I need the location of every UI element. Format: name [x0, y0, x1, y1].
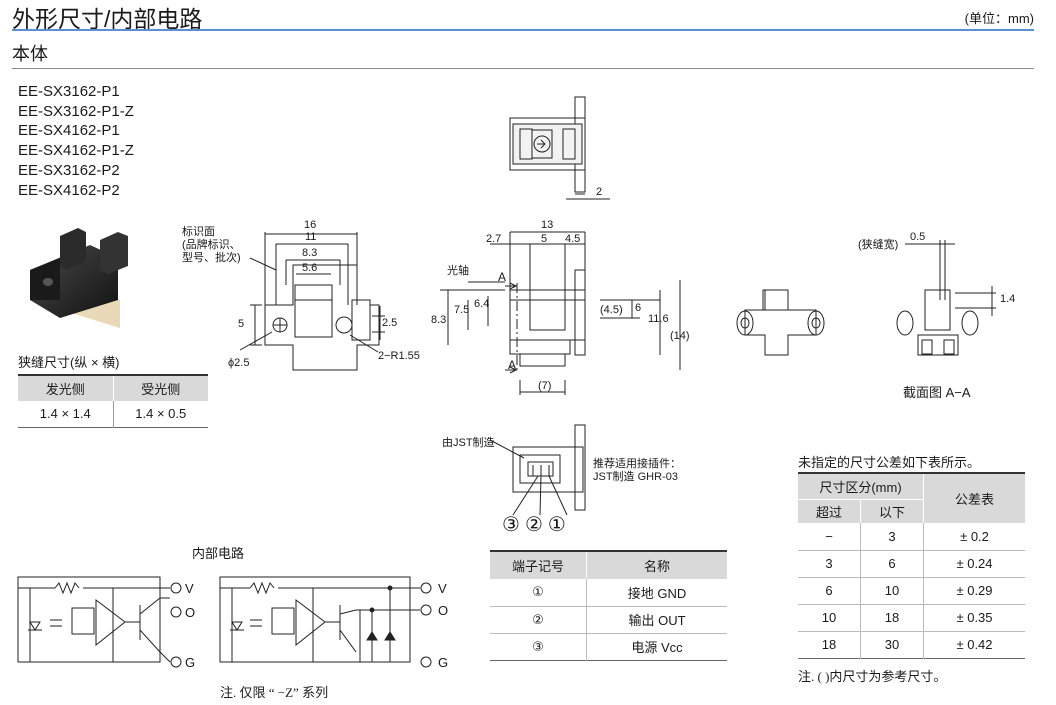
terminal-header-symbol: 端子记号	[490, 551, 587, 579]
pin-g-1: G	[185, 655, 196, 670]
back-view	[736, 289, 825, 356]
pin-numbers: ③②①	[502, 514, 571, 536]
pin-g-2: G	[438, 655, 449, 670]
circuit-title: 内部电路	[192, 546, 245, 561]
model-item: EE-SX3162-P1	[18, 83, 120, 100]
dim-16: 16	[304, 219, 317, 231]
circuit-z	[219, 576, 432, 668]
connector-note: 推荐适用接插件： JST制造 GHR-03	[593, 458, 681, 483]
marking-surface-label: 标识面 (品牌标识、 型号、批次)	[182, 226, 241, 264]
circuit-note: 注. 仅限 “ −Z” 系列	[220, 685, 329, 700]
section-caption: 截面图 A−A	[903, 385, 971, 400]
top-view	[509, 96, 610, 200]
section-rule	[12, 68, 1034, 69]
tolerance-header-under: 以下	[860, 499, 924, 523]
table-row: ① 接地 GND	[490, 579, 727, 606]
pin-v-1: V	[185, 581, 194, 596]
tolerance-caption: 未指定的尺寸公差如下表所示。	[798, 455, 981, 470]
model-item: EE-SX3162-P2	[18, 161, 120, 179]
jst-made-label: 由JST制造	[442, 437, 495, 449]
dim-8-3: 8.3	[302, 247, 318, 259]
dim-11-6: 11.6	[648, 313, 669, 325]
model-item: EE-SX4162-P1-Z	[18, 142, 134, 160]
receiver-value: 1.4 × 0.5	[135, 406, 187, 422]
dim-4-5-paren: (4.5)	[600, 304, 623, 316]
circuit-basic	[17, 576, 182, 668]
dim-7-paren: (7)	[538, 380, 552, 392]
dim-11: 11	[305, 231, 317, 243]
tolerance-table: 尺寸区分(mm) 公差表 超过 以下 − 3 ± 0.2 3 6 ± 0.24 …	[798, 472, 1025, 659]
table-row: 3 6 ± 0.24	[798, 550, 1025, 577]
sensor-photo	[30, 228, 128, 328]
slit-table-caption: 狭缝尺寸(纵 × 横)	[18, 355, 120, 370]
dim-2-5: 2.5	[382, 317, 398, 329]
dim-6-4: 6.4	[474, 298, 490, 310]
dim-1-4: 1.4	[1000, 293, 1016, 305]
pin-v-2: V	[438, 581, 447, 596]
table-row: 10 18 ± 0.35	[798, 604, 1025, 631]
table-row: 18 30 ± 0.42	[798, 631, 1025, 658]
tolerance-note: 注. ( )内尺寸为参考尺寸。	[798, 669, 947, 684]
section-view	[896, 240, 996, 356]
table-row: − 3 ± 0.2	[798, 523, 1025, 550]
side-view	[440, 231, 681, 395]
terminal-table: 端子记号 名称 ① 接地 GND ② 输出 OUT ③ 电源 Vcc	[490, 550, 727, 661]
dim-2-7: 2.7	[486, 233, 502, 245]
section-mark-bottom: A	[508, 358, 517, 372]
page-title: 外形尺寸/内部电路	[12, 6, 203, 32]
dim-5-mid: 5	[541, 233, 548, 245]
emitter-header: 发光侧	[18, 375, 114, 401]
emitter-value: 1.4 × 1.4	[18, 401, 114, 427]
dim-8-3-side: 8.3	[431, 314, 447, 326]
model-item: EE-SX4162-P2	[18, 181, 120, 199]
dim-14-paren: (14)	[670, 330, 690, 342]
tolerance-header-group: 尺寸区分(mm)	[798, 473, 924, 500]
receiver-header: 受光侧	[113, 375, 208, 401]
model-item: EE-SX4162-P1	[18, 122, 120, 140]
connector-view	[489, 424, 586, 516]
dim-13: 13	[541, 219, 554, 231]
unit-note: (单位：mm)	[964, 11, 1034, 26]
tolerance-header-tol: 公差表	[923, 473, 1025, 523]
model-item: EE-SX3162-P1-Z	[18, 102, 134, 120]
dim-5-6: 5.6	[302, 262, 318, 274]
dim-phi-2-5: ϕ2.5	[228, 357, 250, 369]
model-list: EE-SX3162-P1 EE-SX3162-P1-Z EE-SX4162-P1…	[18, 82, 134, 200]
section-mark-top: A	[498, 270, 507, 284]
title-rule	[12, 29, 1034, 31]
pin-o-2: O	[438, 603, 449, 618]
front-view	[239, 232, 385, 371]
slit-width-label: (狭缝宽)	[858, 239, 899, 251]
table-row: ② 输出 OUT	[490, 606, 727, 633]
section-title: 本体	[12, 44, 48, 64]
tolerance-header-over: 超过	[798, 499, 861, 523]
dim-4-5: 4.5	[565, 233, 581, 245]
optical-axis-label: 光轴	[447, 265, 469, 277]
pin-o-1: O	[185, 605, 196, 620]
slit-table: 发光侧 受光侧 1.4 × 1.4 1.4 × 0.5	[18, 374, 208, 428]
dim-7-5: 7.5	[454, 304, 470, 316]
terminal-header-name: 名称	[586, 551, 727, 579]
dim-0-5: 0.5	[910, 231, 926, 243]
dim-r1-55: 2−R1.55	[378, 350, 420, 362]
dim-5-left: 5	[238, 318, 245, 330]
dim-2-top: 2	[596, 186, 603, 198]
table-row: 6 10 ± 0.29	[798, 577, 1025, 604]
dim-6: 6	[635, 302, 642, 314]
table-row: ③ 电源 Vcc	[490, 633, 727, 660]
